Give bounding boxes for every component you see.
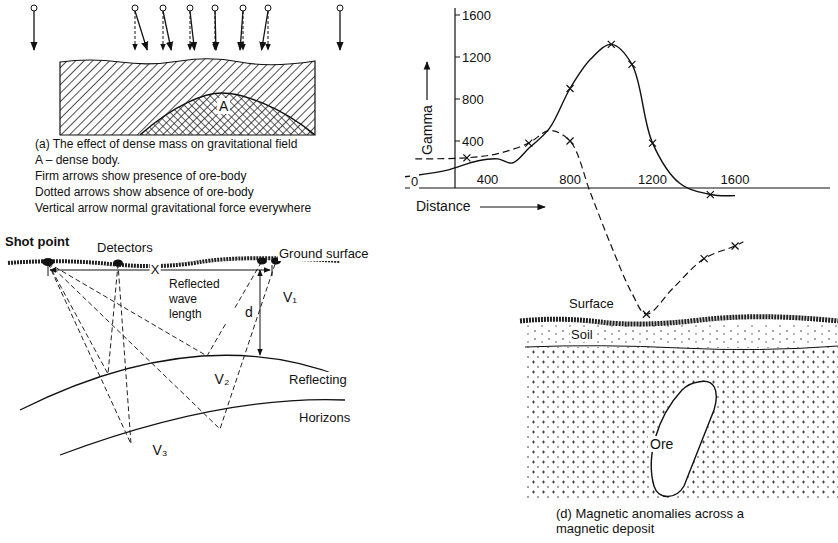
axis-title: Gamma [420, 104, 435, 156]
note: Vertical arrow normal gravitational forc… [34, 201, 312, 216]
gravity-arrows [31, 5, 343, 50]
body-label: Ore [648, 436, 675, 452]
chart-curves [405, 15, 743, 318]
velocity-label: V₂ [214, 372, 231, 387]
dimension-label: d [244, 305, 254, 320]
axis-tick: 0 [410, 174, 419, 189]
note: Firm arrows show presence of ore-body [34, 169, 247, 184]
ray-paths [48, 261, 276, 444]
note: Dotted arrows show absence of ore-body [34, 185, 255, 200]
axis-tick: 1200 [461, 50, 492, 65]
velocity-label: V₃ [151, 443, 168, 458]
ground-hatch [60, 59, 315, 135]
dimension-lines [48, 265, 272, 355]
part-label: Detectors [96, 240, 154, 255]
ore-body-outline [632, 378, 724, 500]
axis-tick: 400 [476, 172, 500, 187]
part-label: Horizons [298, 410, 351, 425]
shot-detector-dots [42, 258, 281, 267]
axis-tick: 400 [461, 134, 485, 149]
part-label: Surface [568, 296, 615, 311]
axis-tick: 1600 [461, 8, 492, 23]
reflecting-horizon [60, 400, 345, 455]
ore-body: Ore [632, 378, 724, 500]
soil-layer [525, 325, 838, 346]
surface-line [520, 317, 838, 324]
axis-tick: 1200 [637, 172, 668, 187]
part-label: Ground surface [278, 246, 370, 261]
velocity-label: V₁ [282, 290, 298, 305]
body-label: A [217, 98, 230, 114]
axis-tick: 1600 [720, 172, 751, 187]
caption: (d) Magnetic anomalies across a magnetic… [555, 506, 757, 536]
axis-tick: 800 [461, 92, 485, 107]
part-label: Reflected wave length [168, 277, 234, 322]
host-rock [525, 347, 838, 499]
soil-boundary [525, 346, 838, 350]
caption: (a) The effect of dense mass on gravitat… [34, 137, 298, 152]
note: A – dense body. [34, 153, 121, 168]
dense-body: A [140, 90, 315, 135]
part-label: Reflecting [288, 372, 348, 387]
axis-tick: 800 [558, 172, 582, 187]
part-label: Soil [570, 327, 594, 342]
dimension-label: X [150, 262, 161, 277]
axis-title: Distance [415, 199, 471, 214]
part-label: Shot point [4, 234, 70, 249]
chart-axes [405, 8, 830, 207]
